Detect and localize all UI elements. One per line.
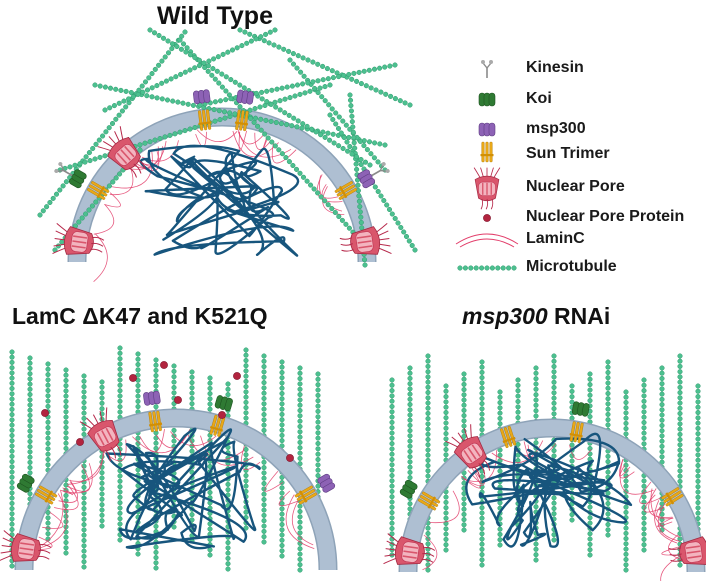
sun-trimer	[661, 487, 684, 507]
sun-trimer	[148, 410, 163, 433]
chromatin	[139, 144, 300, 257]
microtubule	[389, 377, 395, 558]
microtubule	[117, 345, 123, 543]
koi-protein	[16, 473, 35, 493]
legend-icon-laminc	[455, 233, 519, 248]
legend-label-nuclear-pore-protein: Nuclear Pore Protein	[526, 208, 685, 225]
title-msp300-rnai: msp300 RNAi	[462, 303, 610, 330]
legend-label-laminc: LaminC	[526, 230, 585, 247]
nuclear-envelope	[398, 418, 706, 573]
sun-trimer	[417, 491, 441, 511]
microtubule	[45, 361, 51, 542]
koi-protein	[68, 169, 87, 189]
nuclear-envelope	[14, 408, 338, 571]
nuclear-pore-protein	[483, 214, 491, 222]
legend-icons	[455, 60, 519, 271]
legend-icon-koi	[478, 92, 496, 107]
msp300-protein	[478, 122, 496, 137]
sun-trimer	[500, 425, 517, 449]
legend-icon-sun-trimer	[480, 141, 494, 163]
koi-protein	[571, 401, 590, 417]
nuclear-pore	[339, 223, 392, 255]
nuclear-pore-protein	[160, 361, 168, 369]
title-lamc-mutant: LamC ΔK47 and K521Q	[12, 303, 268, 329]
nuclear-pore	[0, 530, 52, 562]
nuclear-pore	[383, 533, 436, 565]
laminc-network	[422, 440, 685, 581]
title-msp300-gene: msp300	[462, 303, 548, 329]
title-msp300-suffix: RNAi	[547, 303, 611, 329]
microtubule	[102, 27, 278, 113]
nuclear-pore-protein	[218, 411, 226, 419]
microtubule	[9, 349, 15, 569]
sun-trimer	[294, 485, 318, 505]
legend-icon-microtubule	[457, 265, 517, 271]
chromatin	[105, 427, 261, 550]
nuclear-pore	[97, 126, 146, 178]
nuclear-pore	[52, 223, 105, 255]
legend-icon-kinesin	[481, 60, 493, 78]
legend-label-msp300: msp300	[526, 120, 586, 137]
microtubule	[425, 353, 431, 573]
koi-protein	[399, 479, 418, 499]
nuclear-pore-protein	[286, 454, 294, 462]
msp300-protein	[143, 390, 161, 406]
microtubule	[37, 29, 188, 218]
nuclear-pore-protein	[76, 438, 84, 446]
microtubule	[261, 353, 267, 545]
legend-label-koi: Koi	[526, 90, 552, 107]
lamc-mutant-panel	[0, 345, 338, 573]
nuclear-pore-protein	[174, 396, 182, 404]
legend-label-sun-trimer: Sun Trimer	[526, 145, 610, 162]
nuclear-pore	[668, 533, 706, 565]
microtubule	[279, 359, 285, 559]
nuclear-pore	[79, 407, 122, 462]
sun-trimer	[334, 181, 357, 200]
title-wild-type: Wild Type	[157, 2, 273, 30]
msp300-protein	[357, 169, 376, 189]
sun-trimer	[480, 141, 494, 163]
microtubule	[207, 375, 213, 558]
sun-trimer	[34, 485, 58, 505]
nuclear-pore-protein	[233, 372, 241, 380]
microtubule	[457, 265, 517, 271]
nuclear-pore-protein	[129, 374, 137, 382]
legend-icon-msp300	[478, 122, 496, 137]
legend-label-nuclear-pore: Nuclear Pore	[526, 178, 625, 195]
nuclear-envelope	[67, 107, 377, 263]
kinesin-motor	[54, 162, 73, 177]
nuclear-pore-protein	[41, 409, 49, 417]
msp300-protein	[317, 473, 336, 493]
nuclear-pore	[445, 424, 491, 478]
legend-icon-nuclear-pore-protein	[483, 214, 491, 222]
wild-type-panel	[37, 27, 418, 283]
sun-trimer	[234, 109, 249, 132]
sun-trimer	[198, 109, 212, 131]
legend-label-kinesin: Kinesin	[526, 59, 584, 76]
msp300-rnai-panel	[383, 353, 706, 581]
msp300-protein	[236, 89, 254, 105]
kinesin-motor	[371, 162, 390, 177]
msp300-protein	[193, 89, 211, 105]
sun-trimer	[87, 181, 110, 200]
microtubule	[81, 373, 87, 570]
legend-label-microtubule: Microtubule	[526, 258, 617, 275]
microtubule	[623, 389, 629, 573]
koi-protein	[214, 395, 233, 412]
microtubule	[347, 92, 368, 268]
sun-trimer	[569, 421, 584, 443]
sun-trimer	[209, 414, 226, 437]
nuclear-pore	[473, 167, 501, 210]
chromatin	[465, 432, 633, 548]
legend-icon-nuclear-pore	[473, 167, 501, 210]
koi-protein	[478, 92, 496, 107]
kinesin-motor	[481, 60, 493, 78]
